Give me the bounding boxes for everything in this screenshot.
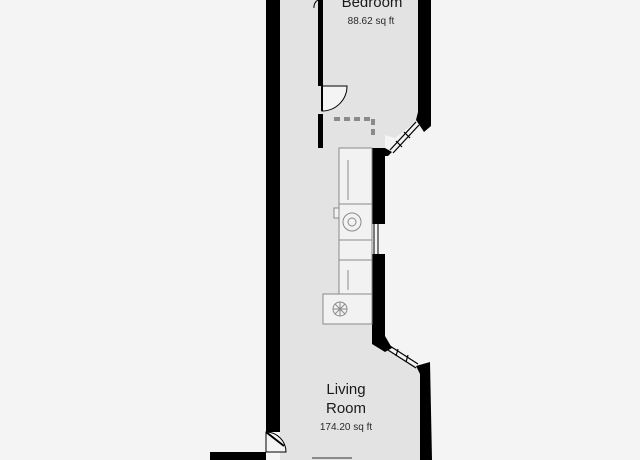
left-wall-base: [210, 452, 266, 460]
counter-middle: [338, 239, 373, 261]
living-bay-wall-left: [372, 336, 392, 352]
counter-lower: [338, 259, 373, 295]
kitchen-window: [373, 224, 379, 254]
living-window: [387, 345, 419, 369]
kitchen-counters: [322, 147, 373, 325]
living-room-title-line2: Room: [326, 400, 366, 417]
kitchen-right-wall-lower: [372, 254, 385, 340]
bedroom-lower-wall: [318, 114, 323, 148]
bedroom-right-wall: [418, 0, 431, 112]
stove-burner-icon: [332, 301, 348, 317]
living-right-wall: [416, 362, 432, 460]
kitchen-right-wall-upper: [372, 148, 385, 224]
bedroom-bay-wall: [416, 112, 431, 132]
living-room-title-line1: Living: [326, 381, 365, 398]
entry-door: [265, 431, 287, 453]
bedroom-left-wall: [318, 0, 323, 86]
bedroom-top-door-arc: [313, 0, 319, 9]
sink-icon: [333, 207, 362, 232]
bedroom-window: [389, 121, 420, 154]
bedroom-area: 88.62 sq ft: [348, 16, 395, 27]
counter-upper: [338, 147, 373, 205]
left-outer-wall: [266, 0, 280, 432]
bedroom-floor: [322, 0, 418, 148]
bedroom-door: [321, 85, 348, 112]
living-room-area: 174.20 sq ft: [320, 422, 372, 433]
bedroom-title: Bedroom: [342, 0, 403, 11]
